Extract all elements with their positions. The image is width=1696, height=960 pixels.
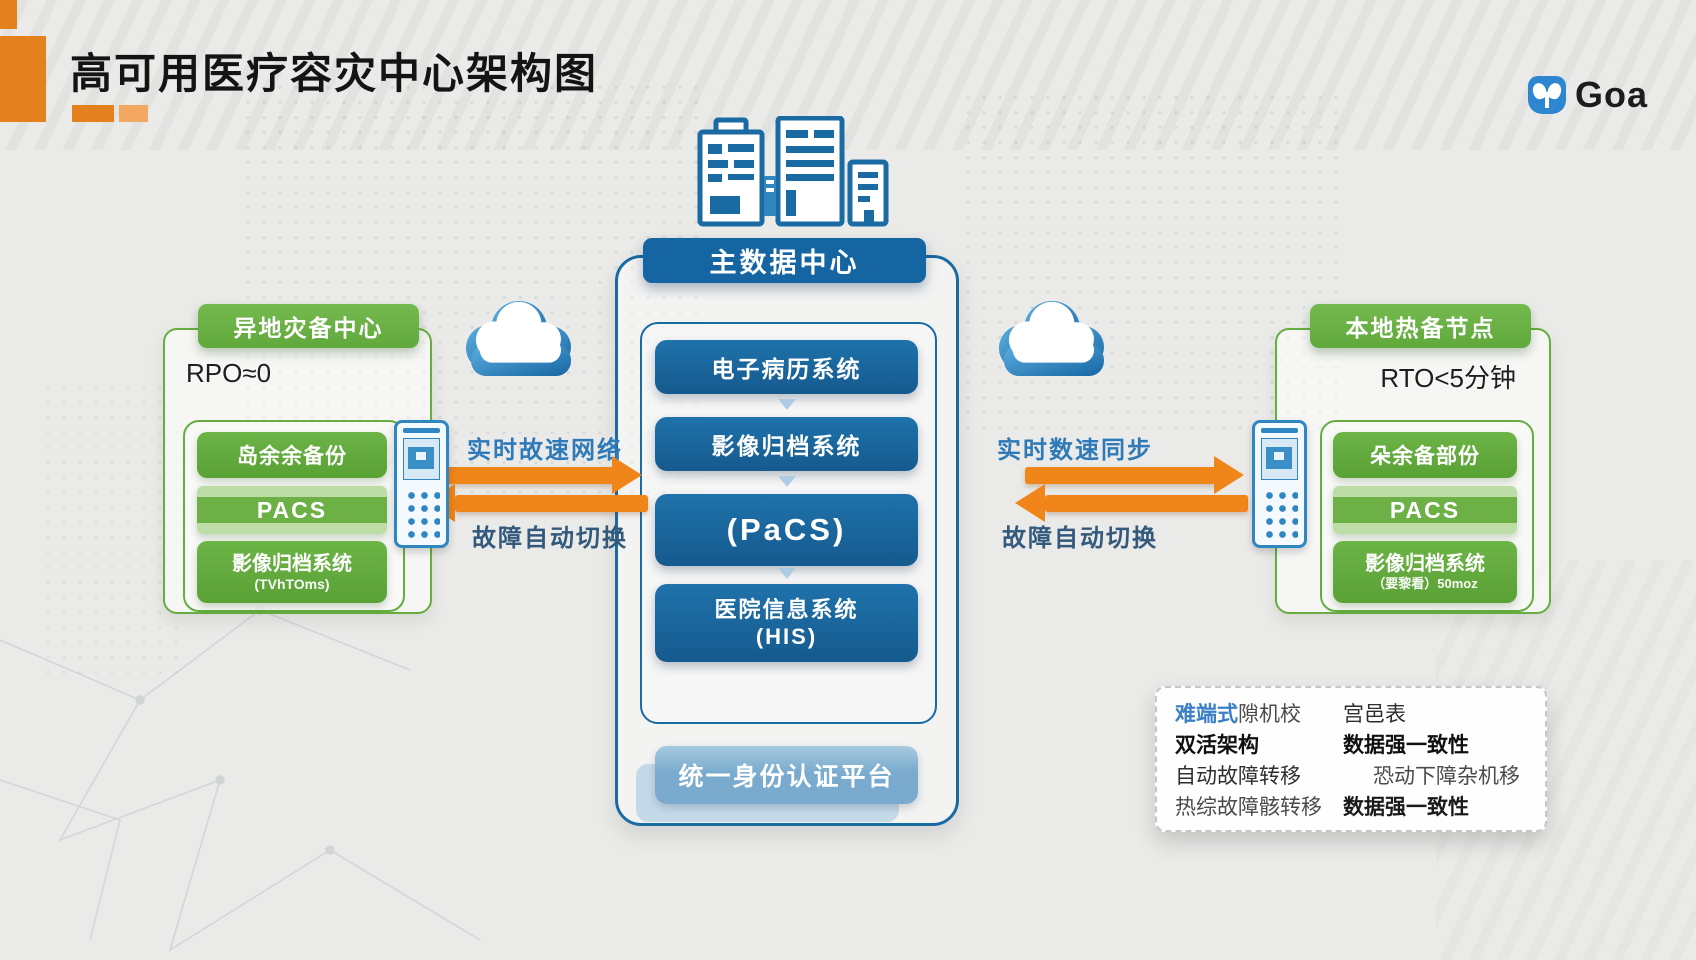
legend-r1-right: 宫邑表 (1343, 703, 1406, 726)
remote-imaging-box: 影像归档系统 (TVhTOms) (197, 541, 387, 603)
local-pacs-box: PACS (1333, 486, 1517, 534)
legend-r3-right: 恐动下障杂机移 (1373, 765, 1520, 788)
terminal-device-icon-right (1252, 420, 1307, 548)
brand-logo: Goa (1528, 74, 1648, 116)
remote-dr-header: 异地灾备中心 (198, 304, 419, 348)
logo-text: Goa (1575, 74, 1649, 115)
remote-imaging-line1: 影像归档系统 (232, 552, 352, 575)
legend-row-3: 自动故障转移 恐动下障杂机移 (1175, 760, 1527, 791)
down-arrow-icon (778, 476, 796, 487)
emr-system-box: 电子病历系统 (655, 340, 918, 394)
arrow-left-head-right (1015, 484, 1045, 522)
legend-box: 难端式隙机校 宫邑表 双活架构 数据强一致性 自动故障转移 恐动下障杂机移 热综… (1155, 686, 1547, 832)
legend-r1-left-blue: 难端式 (1175, 703, 1238, 726)
down-arrow-icon (778, 568, 796, 579)
legend-r4-left: 热综故障骸转移 (1175, 796, 1322, 819)
arrow-right-bar-left (432, 467, 614, 484)
arrow-right-bar-right (1025, 467, 1216, 484)
imaging-archive-box: 影像归档系统 (655, 417, 918, 471)
background-dots-far-left (40, 380, 180, 680)
local-imaging-box: 影像归档系统 （要黎看）50moz (1333, 541, 1517, 603)
legend-r4-right: 数据强一致性 (1343, 796, 1469, 819)
local-imaging-line2: （要黎看）50moz (1372, 576, 1478, 592)
arrow-right-head-left (612, 456, 642, 494)
legend-row-4: 热综故障骸转移 数据强一致性 (1175, 791, 1527, 822)
logo-butterfly-icon (1528, 76, 1566, 114)
left-failover-label: 故障自动切换 (472, 525, 628, 552)
his-line2: (HIS) (755, 624, 818, 649)
corner-accent (0, 0, 17, 29)
arrow-left-bar-right (1045, 495, 1248, 512)
down-arrow-icon (778, 399, 796, 410)
legend-r3-left: 自动故障转移 (1175, 765, 1301, 788)
local-imaging-line1: 影像归档系统 (1365, 553, 1485, 576)
legend-r1-left-rest: 隙机校 (1238, 703, 1301, 726)
identity-platform-box: 统一身份认证平台 (655, 746, 918, 804)
local-backup-box: 朵余备部份 (1333, 432, 1517, 478)
local-standby-header: 本地热备节点 (1310, 304, 1531, 348)
title-underline-light (119, 105, 148, 122)
legend-r2-right: 数据强一致性 (1343, 734, 1469, 757)
remote-backup-box: 岛余余备份 (197, 432, 387, 478)
arrow-left-bar-left (455, 495, 648, 512)
title-underline-dark (72, 105, 114, 122)
arrow-right-head-right (1214, 456, 1244, 494)
right-sync-label: 实时数速同步 (997, 437, 1153, 464)
legend-row-1: 难端式隙机校 宫邑表 (1175, 698, 1527, 729)
title-accent-bar (0, 36, 46, 122)
cloud-icon-right (999, 301, 1104, 376)
page-title: 高可用医疗容灾中心架构图 (70, 50, 599, 97)
cloud-icon-left (466, 301, 571, 376)
rto-metric: RTO<5分钟 (1380, 363, 1516, 393)
rpo-metric: RPO≈0 (186, 358, 272, 388)
legend-r2-left: 双活架构 (1175, 734, 1259, 757)
his-line1: 医院信息系统 (714, 596, 859, 622)
remote-pacs-box: PACS (197, 486, 387, 534)
his-box: 医院信息系统 (HIS) (655, 584, 918, 662)
left-sync-label: 实时故速网络 (467, 437, 623, 464)
legend-row-2: 双活架构 数据强一致性 (1175, 729, 1527, 760)
main-datacenter-header: 主数据中心 (643, 238, 926, 283)
terminal-device-icon-left (394, 420, 449, 548)
pacs-box: (PaCS) (655, 494, 918, 566)
right-failover-label: 故障自动切换 (1002, 525, 1158, 552)
city-buildings-icon (697, 116, 889, 227)
remote-imaging-line2: (TVhTOms) (254, 575, 330, 592)
